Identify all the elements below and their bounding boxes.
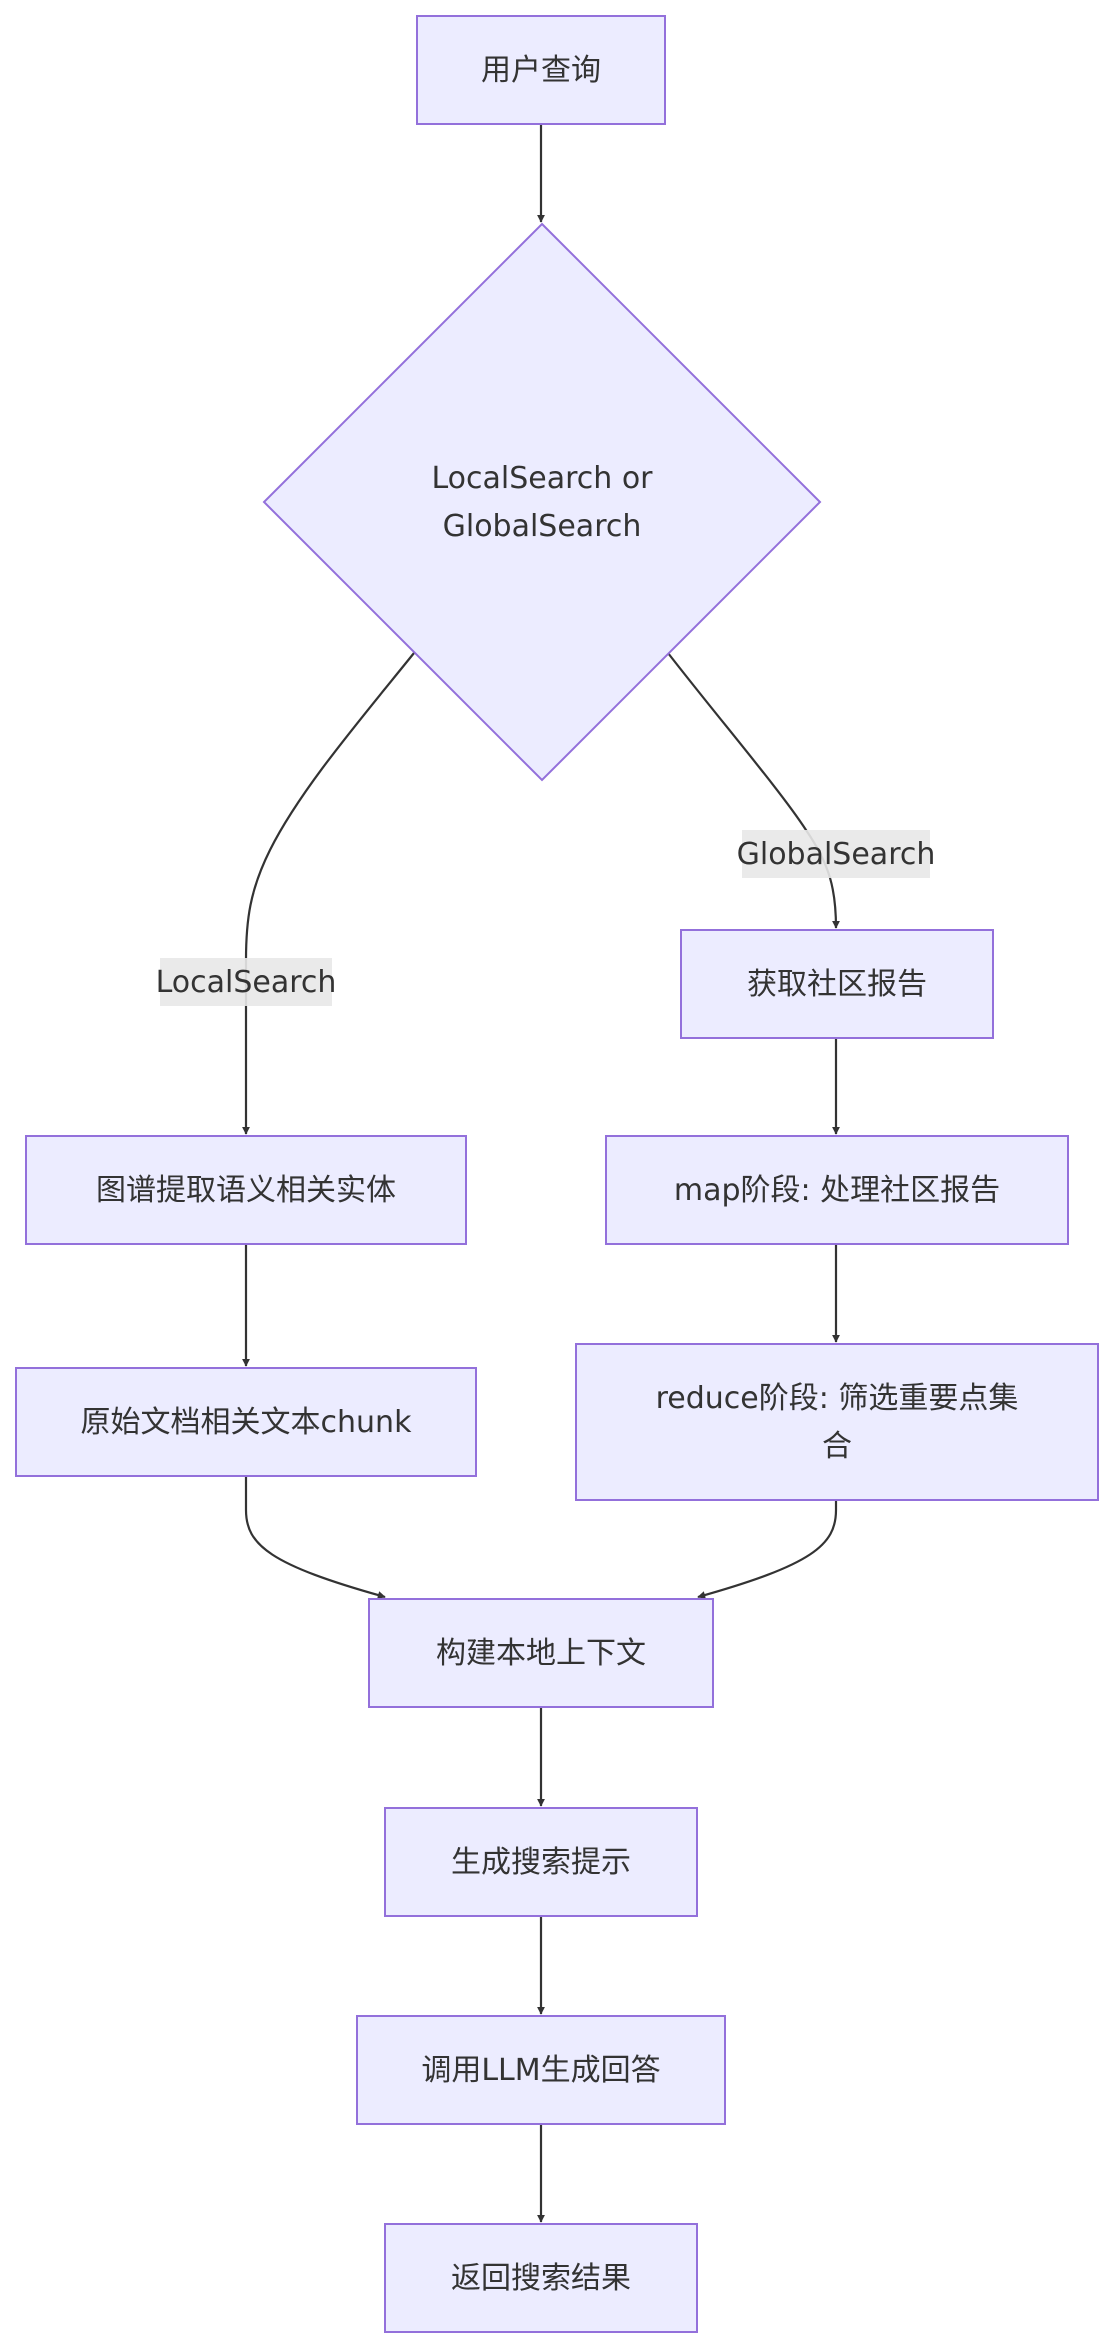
node-community-reports: 获取社区报告: [680, 929, 994, 1039]
node-label: 调用LLM生成回答: [421, 2053, 660, 2088]
node-label: LocalSearch or: [431, 461, 653, 496]
node-raw-chunks: 原始文档相关文本chunk: [15, 1367, 477, 1477]
edge-decision-to-community-reports: [667, 652, 840, 929]
edge-label-text: GlobalSearch: [737, 837, 936, 872]
node-gen-prompt: 生成搜索提示: [384, 1807, 698, 1917]
node-label: 构建本地上下文: [436, 1636, 646, 1671]
edge-decision-to-graph-entities: [242, 652, 415, 1135]
node-label: 图谱提取语义相关实体: [96, 1173, 396, 1208]
node-return-results: 返回搜索结果: [384, 2223, 698, 2333]
node-label: 生成搜索提示: [451, 1845, 631, 1880]
node-decision: LocalSearch or GlobalSearch: [262, 222, 822, 782]
node-label: 获取社区报告: [747, 967, 927, 1002]
edge-label-background: [160, 958, 332, 1006]
node-map-stage: map阶段: 处理社区报告: [605, 1135, 1069, 1245]
decision-diamond: [262, 222, 822, 782]
edge-label: LocalSearch: [156, 958, 337, 1006]
nodes-layer: 用户查询 LocalSearch or GlobalSearch 图谱提取语义相关实体…: [15, 15, 1099, 2333]
edges-layer: [242, 124, 840, 2223]
edge-label-text: LocalSearch: [156, 965, 337, 1000]
node-label: 原始文档相关文本chunk: [81, 1405, 413, 1440]
edge-raw-chunks-to-build-context: [244, 1476, 386, 1599]
process-box: [605, 1135, 1069, 1245]
node-user-query: 用户查询: [416, 15, 666, 125]
node-label: 用户查询: [481, 53, 601, 88]
node-label: GlobalSearch: [443, 509, 642, 544]
process-box: [25, 1135, 467, 1245]
edge-label-background: [742, 830, 930, 878]
process-box: [575, 1343, 1099, 1501]
process-box: [356, 2015, 726, 2125]
node-call-llm: 调用LLM生成回答: [356, 2015, 726, 2125]
node-label: map阶段: 处理社区报告: [674, 1173, 1000, 1208]
node-graph-entities: 图谱提取语义相关实体: [25, 1135, 467, 1245]
node-label: 合: [822, 1429, 852, 1464]
edge-labels-layer: LocalSearch GlobalSearch: [156, 830, 936, 1006]
process-box: [416, 15, 666, 125]
process-box: [384, 1807, 698, 1917]
edge-reduce-stage-to-build-context: [697, 1500, 838, 1599]
process-box: [15, 1367, 477, 1477]
edge-label: GlobalSearch: [737, 830, 936, 878]
process-box: [384, 2223, 698, 2333]
node-label: 返回搜索结果: [451, 2261, 631, 2296]
process-box: [680, 929, 994, 1039]
node-label: reduce阶段: 筛选重要点集: [656, 1381, 1019, 1416]
process-box: [368, 1598, 714, 1708]
node-build-context: 构建本地上下文: [368, 1598, 714, 1708]
